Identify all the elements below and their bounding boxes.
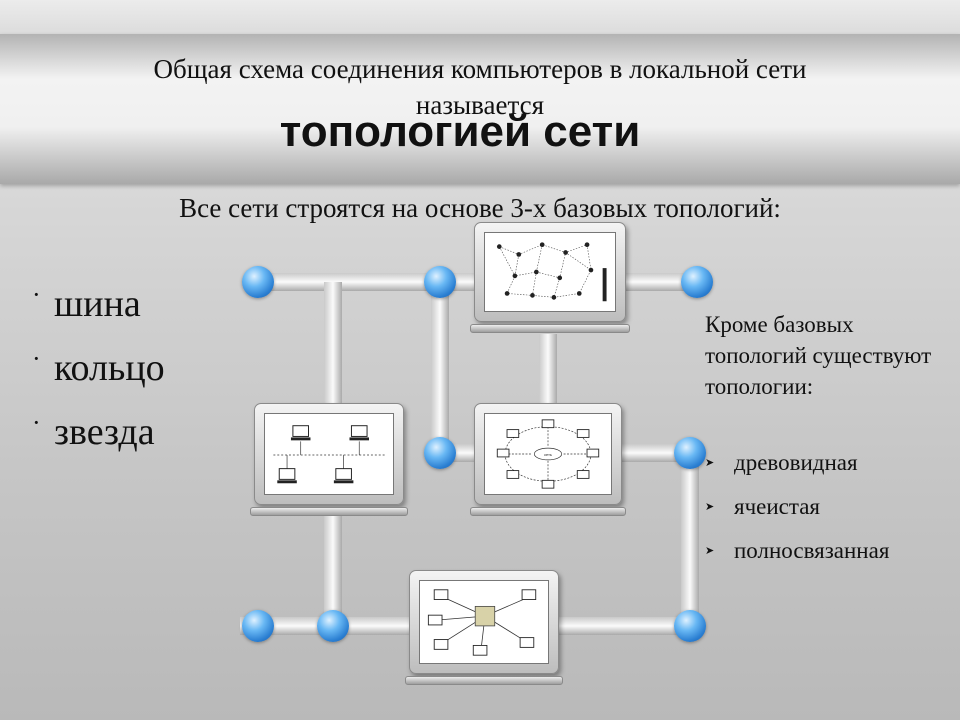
topology-bus-label: шина	[54, 283, 141, 325]
pipe-mid-left	[431, 282, 449, 457]
monitor-mesh	[474, 222, 626, 322]
list-item: ➤ полносвязанная	[705, 536, 889, 580]
monitor-bus-stand	[250, 507, 408, 516]
other-topologies-list: ➤ древовидная ➤ ячеистая ➤ полносвязанная	[705, 448, 889, 580]
monitor-ring-stand	[470, 507, 626, 516]
monitor-ring: сеть	[474, 403, 622, 505]
title-band	[0, 34, 960, 184]
pipe-right	[681, 453, 699, 628]
pipe-left-lower	[324, 512, 342, 627]
list-item: · шина	[14, 280, 165, 344]
side-note: Кроме базовых топологий существуют топол…	[705, 312, 932, 399]
list-item: ➤ древовидная	[705, 448, 889, 492]
title-line-2: называется	[415, 90, 545, 120]
topology-tree-label: древовидная	[734, 450, 858, 475]
title-line-1: Общая схема соединения компьютеров в лок…	[153, 54, 807, 84]
pipe-joint-node	[242, 266, 274, 298]
ring-diagram: сеть	[484, 413, 612, 495]
list-item: · звезда	[14, 408, 165, 472]
monitor-star-stand	[405, 676, 563, 685]
pipe-left-upper	[324, 282, 342, 412]
pipe-joint-node	[424, 437, 456, 469]
bus-topology-image	[273, 425, 385, 484]
list-item: ➤ ячеистая	[705, 492, 889, 536]
topology-ring-label: кольцо	[54, 347, 165, 389]
top-strip	[0, 0, 960, 34]
bus-diagram	[264, 413, 394, 495]
list-item: · кольцо	[14, 344, 165, 408]
topology-full-mesh-label: полносвязанная	[734, 538, 890, 563]
star-diagram	[419, 580, 549, 664]
pipe-joint-node	[242, 610, 274, 642]
monitor-mesh-stand	[470, 324, 630, 333]
bullet-dot-icon: ·	[32, 408, 41, 437]
arrow-bullet-icon: ➤	[705, 501, 715, 513]
bullet-dot-icon: ·	[32, 280, 41, 309]
basic-topologies-list: · шина · кольцо · звезда	[14, 280, 165, 472]
monitor-bus	[254, 403, 404, 505]
page-title: топологией сети	[279, 107, 641, 156]
mesh-topology-image	[496, 242, 607, 302]
topology-cellular-label: ячеистая	[734, 494, 820, 519]
monitor-star	[409, 570, 559, 674]
subtitle: Все сети строятся на основе 3-х базовых …	[179, 193, 781, 223]
pipe-joint-node	[317, 610, 349, 642]
pipe-joint-node	[424, 266, 456, 298]
pipe-center	[539, 334, 557, 414]
ring-topology-image: сеть	[496, 419, 600, 489]
pipe-joint-node	[674, 610, 706, 642]
bullet-dot-icon: ·	[32, 344, 41, 373]
pipe-joint-node	[674, 437, 706, 469]
ring-center-label: сеть	[544, 452, 552, 457]
mesh-diagram	[484, 232, 616, 312]
topology-star-label: звезда	[54, 411, 155, 453]
star-topology-image	[427, 589, 537, 656]
arrow-bullet-icon: ➤	[705, 545, 715, 557]
pipe-joint-node	[681, 266, 713, 298]
arrow-bullet-icon: ➤	[705, 457, 715, 469]
